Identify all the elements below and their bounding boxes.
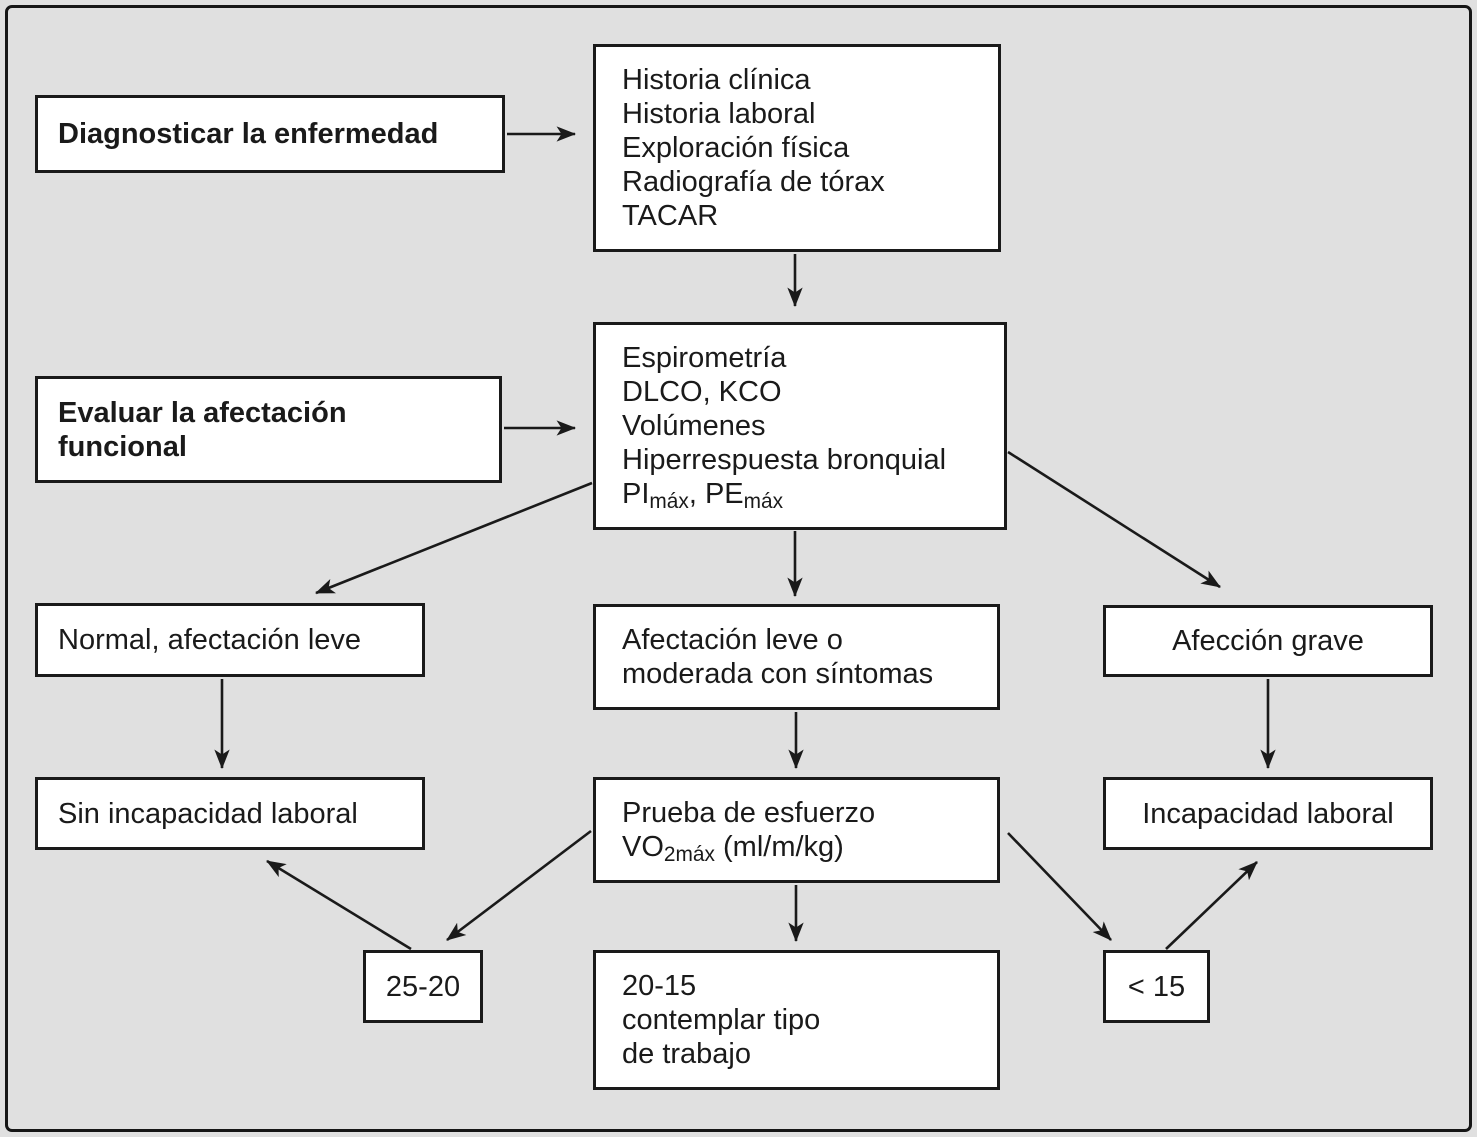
arrow-stresstest-to-2520 [446, 829, 592, 942]
stress-test-line-2: VO2máx (ml/m/kg) [622, 830, 989, 867]
functional-tests-line-3: Volúmenes [622, 410, 766, 442]
node-diagnose-label: Diagnosticar la enfermedad [35, 95, 505, 173]
stress-test-line-1: Prueba de esfuerzo [622, 797, 876, 829]
diagnostic-tests-line-1: Historia clínica [622, 64, 811, 96]
mild-moderate-line-2: moderada con síntomas [622, 658, 934, 690]
vo2-20-15-line-2: contemplar tipo [622, 1004, 821, 1036]
vo2-subscript: 2máx [663, 843, 715, 867]
node-diagnose-label-text: Diagnosticar la enfermedad [58, 118, 439, 150]
node-diagnostic-tests: Historia clínica Historia laboral Explor… [593, 44, 1001, 252]
functional-tests-line-1: Espirometría [622, 342, 787, 374]
vo2-text: VO [622, 831, 664, 863]
node-no-disability: Sin incapacidad laboral [35, 777, 425, 850]
arrow-functional-to-normal [315, 481, 593, 595]
vo2-units-text: (ml/m/kg) [714, 831, 844, 863]
diagnostic-tests-line-4: Radiografía de tórax [622, 166, 885, 198]
pemax-text: , PE [688, 478, 744, 510]
arrow-stresstest-to-below15 [1007, 832, 1112, 941]
arrow-2520-to-nodisability [266, 859, 412, 951]
diagnostic-tests-line-3: Exploración física [622, 132, 850, 164]
node-vo2-20-15: 20-15 contemplar tipo de trabajo [593, 950, 1000, 1090]
evaluate-label-line-1: Evaluar la afectación [58, 396, 347, 429]
node-vo2-25-20: 25-20 [363, 950, 483, 1023]
vo2-20-15-line-1: 20-15 [622, 970, 697, 1002]
mild-moderate-line-1: Afectación leve o [622, 624, 843, 656]
node-disability: Incapacidad laboral [1103, 777, 1433, 850]
node-evaluate-label: Evaluar la afectación funcional [35, 376, 502, 483]
pimax-text: PI [622, 478, 650, 510]
pimax-subscript: máx [649, 490, 689, 514]
node-normal-mild: Normal, afectación leve [35, 603, 425, 677]
pemax-subscript: máx [743, 490, 784, 514]
disability-text: Incapacidad laboral [1142, 797, 1394, 830]
vo2-below-15-text: < 15 [1127, 970, 1186, 1003]
functional-tests-line-2: DLCO, KCO [622, 376, 782, 408]
node-functional-tests: Espirometría DLCO, KCO Volúmenes Hiperre… [593, 322, 1007, 530]
arrow-functional-to-severe [1007, 450, 1221, 589]
vo2-20-15-line-3: de trabajo [622, 1038, 751, 1070]
node-severe: Afección grave [1103, 605, 1433, 677]
node-mild-moderate: Afectación leve o moderada con síntomas [593, 604, 1000, 710]
functional-tests-line-5: PImáx, PEmáx [622, 477, 996, 514]
vo2-25-20-text: 25-20 [385, 970, 461, 1003]
severe-text: Afección grave [1172, 625, 1364, 657]
node-vo2-below-15: < 15 [1103, 950, 1210, 1023]
evaluate-label-line-2: funcional [58, 430, 187, 463]
functional-tests-line-4: Hiperrespuesta bronquial [622, 444, 947, 476]
arrow-below15-to-disability [1165, 861, 1258, 950]
no-disability-text: Sin incapacidad laboral [58, 797, 358, 830]
diagnostic-tests-line-5: TACAR [622, 200, 719, 232]
node-stress-test: Prueba de esfuerzo VO2máx (ml/m/kg) [593, 777, 1000, 883]
diagnostic-tests-line-2: Historia laboral [622, 98, 816, 130]
normal-mild-text: Normal, afectación leve [58, 624, 362, 656]
